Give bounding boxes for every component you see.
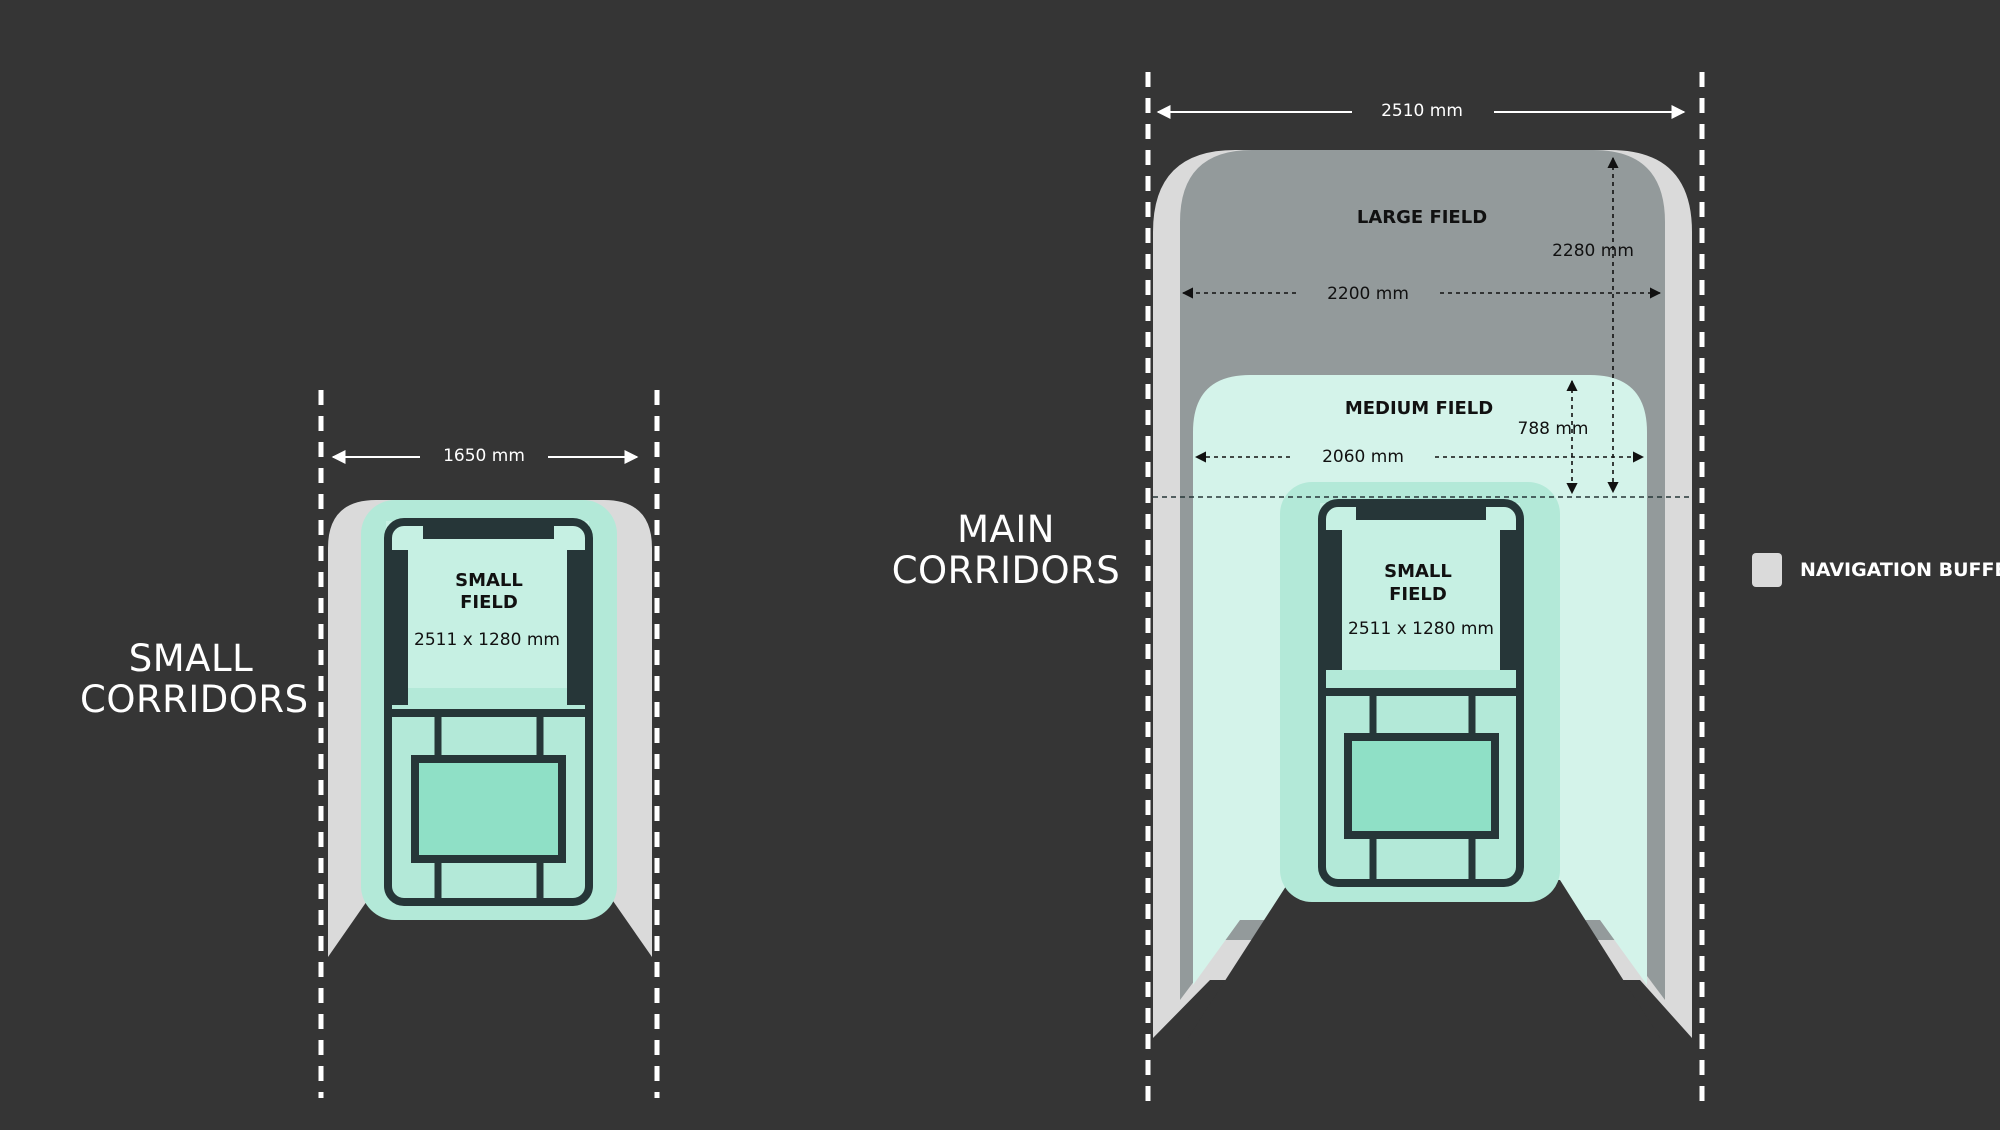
medium-field-width-label: 2060 mm [1322, 447, 1404, 467]
main-small-field-dims: 2511 x 1280 mm [1348, 619, 1494, 639]
small-field-title-line2: FIELD [460, 592, 518, 613]
main-corridors-label-line2: CORRIDORS [891, 549, 1121, 592]
main-corridor-wedge-cutout [1188, 880, 1660, 1038]
main-small-field-title-line2: FIELD [1389, 584, 1447, 605]
small-corridors-label-line1: SMALL [128, 637, 254, 680]
main-corridor-width-label: 2510 mm [1381, 101, 1463, 121]
main-small-field-robot [1318, 499, 1524, 887]
medium-field-depth-label: 788 mm [1518, 419, 1589, 439]
legend: NAVIGATION BUFFER [1752, 553, 2000, 587]
main-robot-platform [1344, 733, 1499, 839]
main-corridors-label: MAIN CORRIDORS [886, 509, 1126, 591]
large-field-depth-label: 2280 mm [1552, 241, 1634, 261]
small-field-robot [384, 518, 593, 906]
navigation-buffer-swatch [1752, 553, 1782, 587]
main-corridor-diagram: 2510 mm LARGE FIELD 2200 mm [1145, 72, 1705, 1110]
medium-field-title: MEDIUM FIELD [1345, 398, 1493, 419]
large-field-title: LARGE FIELD [1357, 207, 1487, 228]
main-corridors-label-line1: MAIN [957, 508, 1055, 551]
small-corridor-diagram: 1650 mm SMALL FIELD 2511 x 1280 mm [318, 390, 660, 1098]
small-robot-platform [411, 755, 566, 863]
main-small-field-title-line1: SMALL [1384, 561, 1452, 582]
small-corridors-label: SMALL CORRIDORS [80, 637, 309, 721]
small-field-title-line1: SMALL [455, 570, 523, 591]
small-corridors-label-line2: CORRIDORS [80, 678, 309, 721]
small-corridor-width-label: 1650 mm [443, 446, 525, 466]
navigation-buffer-legend-label: NAVIGATION BUFFER [1800, 559, 2000, 581]
large-field-width-label: 2200 mm [1327, 284, 1409, 304]
small-field-dims: 2511 x 1280 mm [414, 630, 560, 650]
